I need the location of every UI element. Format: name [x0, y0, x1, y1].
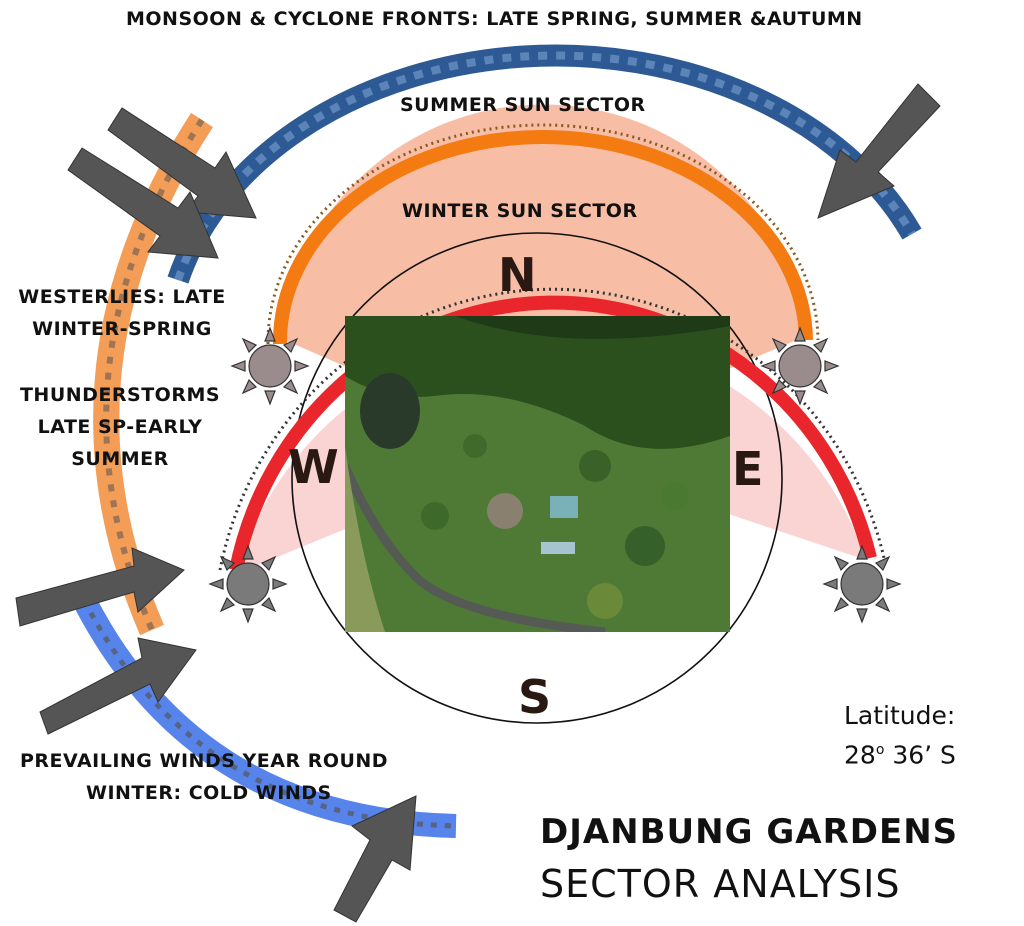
title-line1: DJANBUNG GARDENS — [540, 812, 959, 852]
wind-arrow-icon — [39, 637, 197, 735]
sun-icon — [760, 326, 840, 406]
winter-sun-arc-edge — [266, 123, 820, 345]
wind-arrow-icon — [333, 795, 417, 923]
title-line2: SECTOR ANALYSIS — [540, 862, 901, 906]
wind-arrow-icon — [817, 83, 941, 219]
wind-arrow-icon — [107, 107, 257, 219]
thunderstorms-label-line1: THUNDERSTORMS — [19, 384, 221, 406]
westerlies-arc-dashes — [103, 118, 205, 632]
summer-sun-sector-label: SUMMER SUN SECTOR — [400, 94, 646, 116]
aerial-photo — [345, 316, 730, 632]
winter-sun-arc — [272, 130, 813, 345]
wind-arrow-icon — [67, 147, 219, 259]
sun-icon — [230, 326, 310, 406]
sun-icon — [822, 544, 902, 624]
compass-south: S — [518, 670, 552, 724]
latitude-value: 28o 36’ S — [844, 740, 956, 770]
sun-icon — [208, 544, 288, 624]
thunderstorms-label-line2: LATE SP-EARLY — [37, 416, 203, 438]
monsoon-label: MONSOON & CYCLONE FRONTS: LATE SPRING, S… — [126, 8, 863, 30]
compass-west: W — [288, 440, 339, 494]
summer-sun-arc — [229, 295, 877, 572]
monsoon-arc-dashes — [174, 51, 916, 282]
westerlies-label-line2: WINTER-SPRING — [32, 318, 212, 340]
wind-arrow-icon — [15, 547, 185, 627]
compass-north: N — [498, 248, 537, 302]
thunderstorms-label-line3: SUMMER — [71, 448, 169, 470]
latitude-label: Latitude: — [844, 701, 956, 730]
compass-east: E — [732, 442, 764, 496]
prevailing-winds-label-line2: WINTER: COLD WINDS — [86, 782, 332, 804]
winter-sun-sector-label: WINTER SUN SECTOR — [402, 200, 638, 222]
compass-circle — [291, 232, 783, 724]
prevailing-winds-label-line1: PREVAILING WINDS YEAR ROUND — [20, 750, 389, 772]
westerlies-label-line1: WESTERLIES: LATE — [18, 286, 226, 308]
